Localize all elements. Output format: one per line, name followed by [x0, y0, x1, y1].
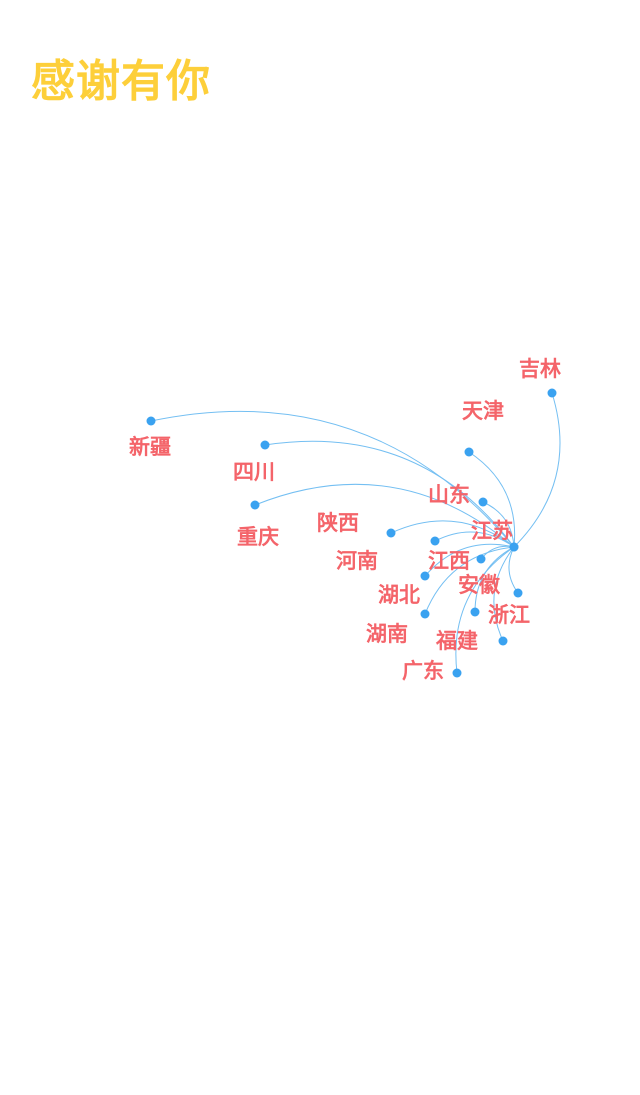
province-label: 河南: [336, 549, 378, 573]
province-point[interactable]: [430, 536, 440, 546]
flow-line-2: [254, 483, 515, 548]
flow-line-0: [150, 410, 515, 548]
province-label: 山东: [428, 483, 470, 507]
province-label: 江苏: [471, 519, 513, 543]
province-label: 陕西: [317, 511, 359, 535]
flow-line-4: [468, 451, 516, 548]
province-point[interactable]: [250, 500, 260, 510]
province-point[interactable]: [386, 528, 396, 538]
province-point[interactable]: [470, 607, 480, 617]
province-point[interactable]: [513, 588, 523, 598]
province-label: 浙江: [488, 603, 530, 627]
province-label: 福建: [435, 629, 478, 653]
flow-line-14: [493, 546, 515, 642]
province-label: 吉林: [519, 357, 561, 381]
province-point[interactable]: [509, 542, 519, 552]
flow-line-5: [482, 501, 515, 548]
flow-line-13: [424, 546, 515, 615]
province-label: 天津: [462, 399, 504, 423]
province-point[interactable]: [478, 497, 488, 507]
flow-line-6: [390, 520, 515, 548]
flow-line-1: [264, 440, 515, 548]
province-point[interactable]: [420, 609, 430, 619]
province-point[interactable]: [498, 636, 508, 646]
flow-line-7: [434, 531, 515, 548]
flow-line-11: [424, 543, 515, 577]
province-label: 湖北: [378, 583, 420, 607]
province-label: 江西: [428, 549, 470, 573]
province-label: 安徽: [458, 573, 501, 597]
province-label: 新疆: [129, 435, 171, 459]
province-point[interactable]: [464, 447, 474, 457]
province-label: 湖南: [366, 622, 408, 646]
flow-line-12: [508, 546, 519, 594]
province-point[interactable]: [146, 416, 156, 426]
page-title: 感谢有你: [31, 56, 211, 107]
province-point[interactable]: [420, 571, 430, 581]
province-label: 重庆: [237, 525, 279, 549]
province-point[interactable]: [452, 668, 462, 678]
province-label: 广东: [402, 659, 444, 683]
flow-line-15: [455, 546, 515, 674]
province-point[interactable]: [476, 554, 486, 564]
province-point[interactable]: [547, 388, 557, 398]
flow-line-3: [513, 392, 561, 548]
province-label: 四川: [233, 460, 275, 484]
province-point[interactable]: [260, 440, 270, 450]
